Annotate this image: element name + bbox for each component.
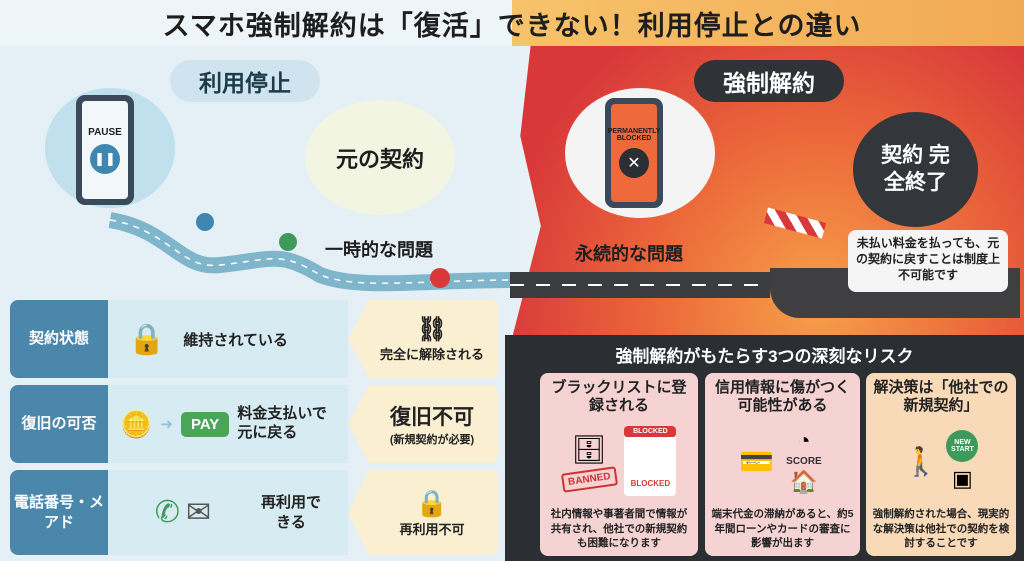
blocked-document-icon: BLOCKED BLOCKED xyxy=(624,426,677,497)
pin-icon xyxy=(430,268,450,288)
score-label: SCORE xyxy=(786,455,822,467)
page-title: スマホ強制解約は「復活」できない！利用停止との違い xyxy=(0,0,1024,46)
temporary-problem-label: 一時的な問題 xyxy=(325,240,433,260)
risk-body: 社内情報や事著者間で情報が共有され、他社での新規契約も困難になります xyxy=(550,508,688,549)
broken-chain-icon: ⛓ xyxy=(416,316,448,343)
comparison-row-recovery: 復旧の可否 🪙 ➜ PAY 料金支払いで元に戻る 復旧不可 (新規契約が必要) xyxy=(10,385,498,463)
new-start-badge: NEW START xyxy=(946,430,979,463)
suspension-heading: 利用停止 xyxy=(170,60,320,102)
risk-heading: 信用情報に傷がつく可能性がある xyxy=(714,379,850,414)
comparison-row-status: 契約状態 🔒 維持されている ⛓ 完全に解除される xyxy=(10,300,498,378)
row-label: 電話番号・メアド xyxy=(10,470,108,555)
risk-card-solution: 解決策は「他社での新規契約」 🚶 NEW START ▣ 強制解約された場合、現実… xyxy=(866,373,1016,556)
termination-heading: 強制解約 xyxy=(694,60,844,102)
risk-heading: ブラックリストに登録される xyxy=(551,379,687,414)
banned-stamp: BANNED xyxy=(560,466,618,493)
row-right-text: 復旧不可 xyxy=(390,406,474,429)
sim-card-icon: ▣ xyxy=(952,466,973,492)
server-icon: 🗄 xyxy=(571,434,607,466)
lock-icon: 🔒 xyxy=(128,322,166,356)
pause-icon: ❚❚ xyxy=(90,143,120,174)
unpaid-note: 未払い料金を払っても、元の契約に戻すことは制度上不可能です xyxy=(848,230,1008,292)
gauge-icon: ◔ xyxy=(797,427,811,453)
phone-mail-cycle-icon: ✆✉ xyxy=(154,496,212,529)
row-right-text: 完全に解除される xyxy=(379,347,484,362)
risk-body: 強制解約された場合、現実的な解決策は他社での契約を検討することです xyxy=(872,508,1010,549)
pin-icon xyxy=(196,213,214,231)
blocked-label: PERMANENTLY BLOCKED xyxy=(607,128,661,142)
pay-badge: PAY xyxy=(180,411,230,437)
original-contract-bubble: 元の契約 xyxy=(305,100,455,215)
pin-icon xyxy=(279,233,297,251)
locked-x-icon: 🔒 xyxy=(415,487,449,518)
walking-person-icon: 🚶 xyxy=(903,445,939,477)
blocked-label: BLOCKED xyxy=(630,479,671,489)
blocked-phone-icon: PERMANENTLY BLOCKED ✕ xyxy=(605,98,663,208)
row-left-text: 再利用できる xyxy=(260,494,321,531)
arrow-icon: ➜ xyxy=(160,416,173,433)
pause-label: PAUSE xyxy=(88,126,122,138)
permanent-problem-label: 永続的な問題 xyxy=(575,244,683,264)
contract-ended-bubble: 契約 完全終了 xyxy=(853,112,978,227)
broken-road xyxy=(510,272,770,298)
x-icon: ✕ xyxy=(619,148,649,178)
risk-card-blacklist: ブラックリストに登録される 🗄BANNED BLOCKED BLOCKED 社内… xyxy=(540,373,698,556)
row-right-subtext: (新規契約が必要) xyxy=(389,434,475,446)
broken-card-icon: 💳 xyxy=(739,445,775,477)
blocked-header: BLOCKED xyxy=(624,426,677,438)
row-left-text: 維持されている xyxy=(183,331,288,349)
risk-body: 端末代金の滞納があると、約5年間ローンやカードの審査に影響が出ます xyxy=(711,508,854,549)
row-label: 復旧の可否 xyxy=(10,385,108,463)
row-left-text: 料金支払いで元に戻る xyxy=(237,405,327,441)
house-car-icon: 🏠 xyxy=(790,468,818,494)
row-right-text: 再利用不可 xyxy=(399,521,465,537)
paused-phone-icon: PAUSE ❚❚ xyxy=(76,95,134,205)
comparison-row-number: 電話番号・メアド ✆✉ 再利用できる 🔒 再利用不可 xyxy=(10,470,498,555)
winding-road-left xyxy=(108,212,520,292)
risk-heading: 解決策は「他社での新規契約」 xyxy=(873,379,1009,414)
risk-card-credit: 信用情報に傷がつく可能性がある 💳 ◔ SCORE🏠 端末代金の滞納があると、約5… xyxy=(705,373,860,556)
row-label: 契約状態 xyxy=(10,300,108,378)
coins-icon: 🪙 xyxy=(120,408,153,439)
risks-title: 強制解約がもたらす3つの深刻なリスク xyxy=(615,347,914,366)
